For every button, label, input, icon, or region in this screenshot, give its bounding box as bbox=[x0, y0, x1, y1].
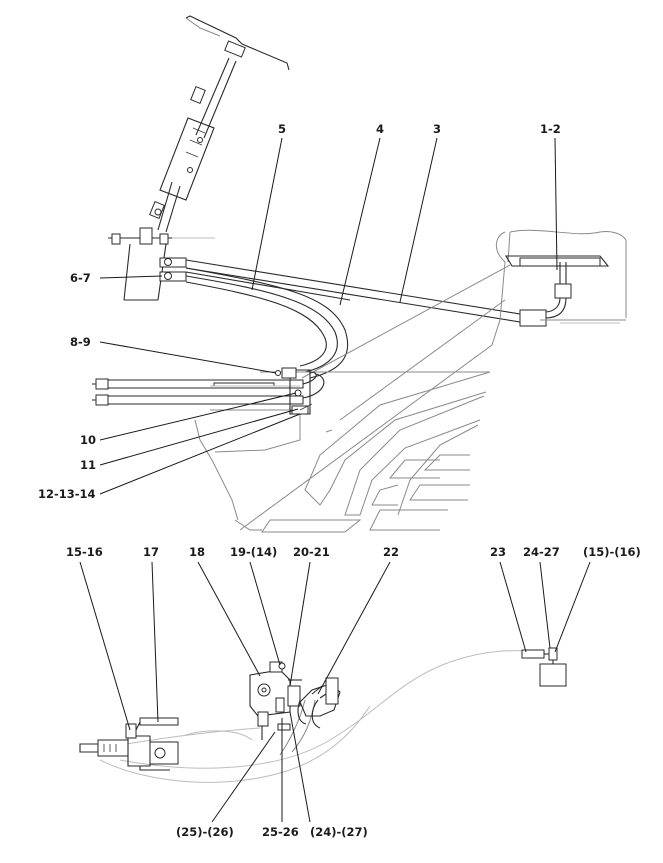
leader-lines bbox=[79, 137, 591, 823]
callout-10: 10 bbox=[80, 433, 96, 447]
callout-15-16-paren: (15)-(16) bbox=[583, 545, 641, 559]
hood-stripes bbox=[194, 371, 491, 533]
callout-25-26-paren: (25)-(26) bbox=[176, 825, 234, 839]
hose-to-valve bbox=[185, 259, 546, 327]
callout-19-14: 19-(14) bbox=[230, 545, 277, 559]
callout-11: 11 bbox=[80, 458, 96, 472]
callout-15-16: 15-16 bbox=[66, 545, 103, 559]
callout-1-2: 1-2 bbox=[540, 122, 561, 136]
callout-labels: 5 4 3 1-2 6-7 8-9 10 11 12-13-14 15-16 1… bbox=[38, 122, 641, 839]
valve-block bbox=[505, 229, 627, 327]
callout-22: 22 bbox=[383, 545, 399, 559]
hood-outline bbox=[239, 231, 511, 531]
callout-24-27-paren: (24)-(27) bbox=[310, 825, 368, 839]
cylinder-group bbox=[92, 367, 325, 415]
pump bbox=[249, 661, 302, 740]
callout-3: 3 bbox=[433, 122, 441, 136]
callout-6-7: 6-7 bbox=[70, 271, 91, 285]
callout-8-9: 8-9 bbox=[70, 335, 91, 349]
callout-5: 5 bbox=[278, 122, 286, 136]
small-mark bbox=[325, 429, 333, 433]
callout-4: 4 bbox=[376, 122, 384, 136]
tube-17 bbox=[139, 717, 179, 726]
callout-23: 23 bbox=[490, 545, 506, 559]
lower-valve bbox=[79, 721, 179, 771]
tank-fitting bbox=[521, 647, 567, 687]
callout-17: 17 bbox=[143, 545, 159, 559]
callout-12-13-14: 12-13-14 bbox=[38, 487, 96, 501]
callout-25-26: 25-26 bbox=[262, 825, 299, 839]
callout-20-21: 20-21 bbox=[293, 545, 330, 559]
steering-wheel bbox=[185, 15, 290, 71]
callout-18: 18 bbox=[189, 545, 205, 559]
lower-hoses bbox=[99, 650, 546, 783]
callout-24-27: 24-27 bbox=[523, 545, 560, 559]
steering-column bbox=[149, 57, 237, 233]
hose-bracket bbox=[297, 677, 341, 729]
steering-unit bbox=[108, 227, 215, 301]
hose-loop bbox=[185, 267, 349, 379]
